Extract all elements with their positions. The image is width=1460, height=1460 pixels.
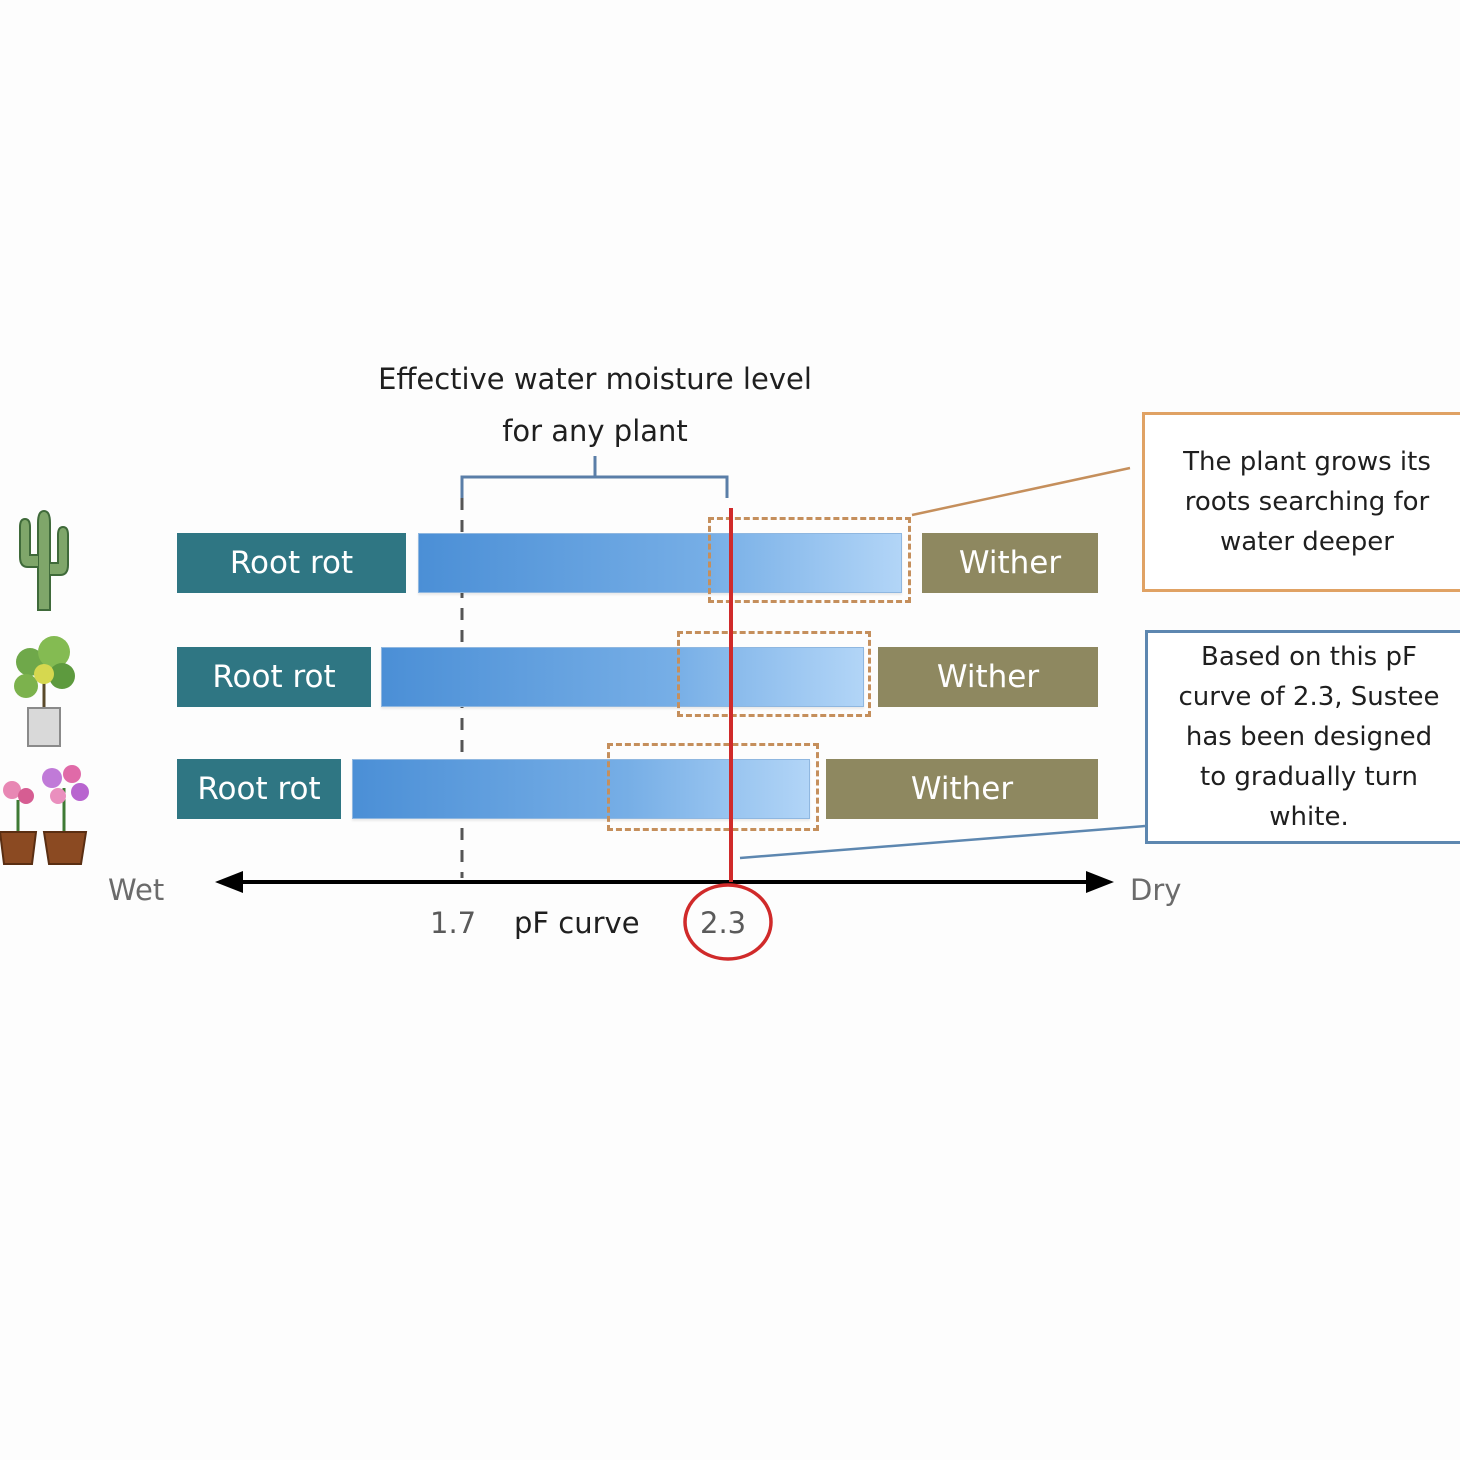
axis-wet-label: Wet	[108, 873, 165, 907]
axis-arrow-wet	[215, 871, 243, 893]
roots-callout-line: water deeper	[1219, 527, 1394, 557]
axis-tick-2-3: 2.3	[700, 906, 747, 940]
wither-label: Wither	[958, 545, 1062, 581]
roots-callout-line: The plant grows its	[1183, 447, 1431, 477]
root-rot-bar: Root rot	[177, 533, 406, 593]
moisture-bar	[352, 759, 810, 819]
sustee-callout-connector	[739, 824, 1146, 860]
roots-callout-line: roots searching for	[1184, 487, 1430, 517]
sustee-callout-line: has been designed	[1185, 722, 1433, 752]
root-rot-label: Root rot	[197, 771, 321, 807]
effective-range-bracket	[460, 475, 729, 498]
deep-root-zone	[708, 517, 911, 603]
wither-bar: Wither	[826, 759, 1098, 819]
axis-name: pF curve	[514, 906, 640, 940]
sustee-callout-line: white.	[1269, 802, 1349, 832]
axis-tick-1-7: 1.7	[430, 906, 477, 940]
moisture-bar	[381, 647, 864, 707]
sustee-callout: Based on this pF curve of 2.3, Sustee ha…	[1145, 630, 1460, 844]
flower-pots-icon	[0, 765, 89, 865]
root-rot-bar: Root rot	[177, 759, 341, 819]
roots-callout-connector	[911, 466, 1131, 517]
sustee-callout-line: curve of 2.3, Sustee	[1178, 682, 1440, 712]
root-rot-label: Root rot	[212, 659, 336, 695]
axis-dry-label: Dry	[1130, 873, 1182, 907]
wither-bar: Wither	[878, 647, 1098, 707]
wither-label: Wither	[936, 659, 1040, 695]
axis-arrow-dry	[1086, 871, 1114, 893]
root-rot-label: Root rot	[229, 545, 354, 581]
deep-root-zone	[677, 631, 871, 717]
moisture-bar	[418, 533, 902, 593]
deep-root-zone	[607, 743, 819, 831]
root-rot-bar: Root rot	[177, 647, 371, 707]
potted-shrub-icon	[14, 636, 75, 747]
diagram-title-line-2: for any plant	[502, 414, 688, 448]
wither-label: Wither	[910, 771, 1014, 807]
cactus-icon	[19, 509, 69, 611]
roots-callout: The plant grows its roots searching for …	[1142, 412, 1460, 592]
sustee-callout-line: Based on this pF	[1201, 642, 1417, 672]
diagram-title-line-1: Effective water moisture level	[378, 362, 812, 396]
sustee-callout-line: to gradually turn	[1200, 762, 1418, 792]
wither-bar: Wither	[922, 533, 1098, 593]
